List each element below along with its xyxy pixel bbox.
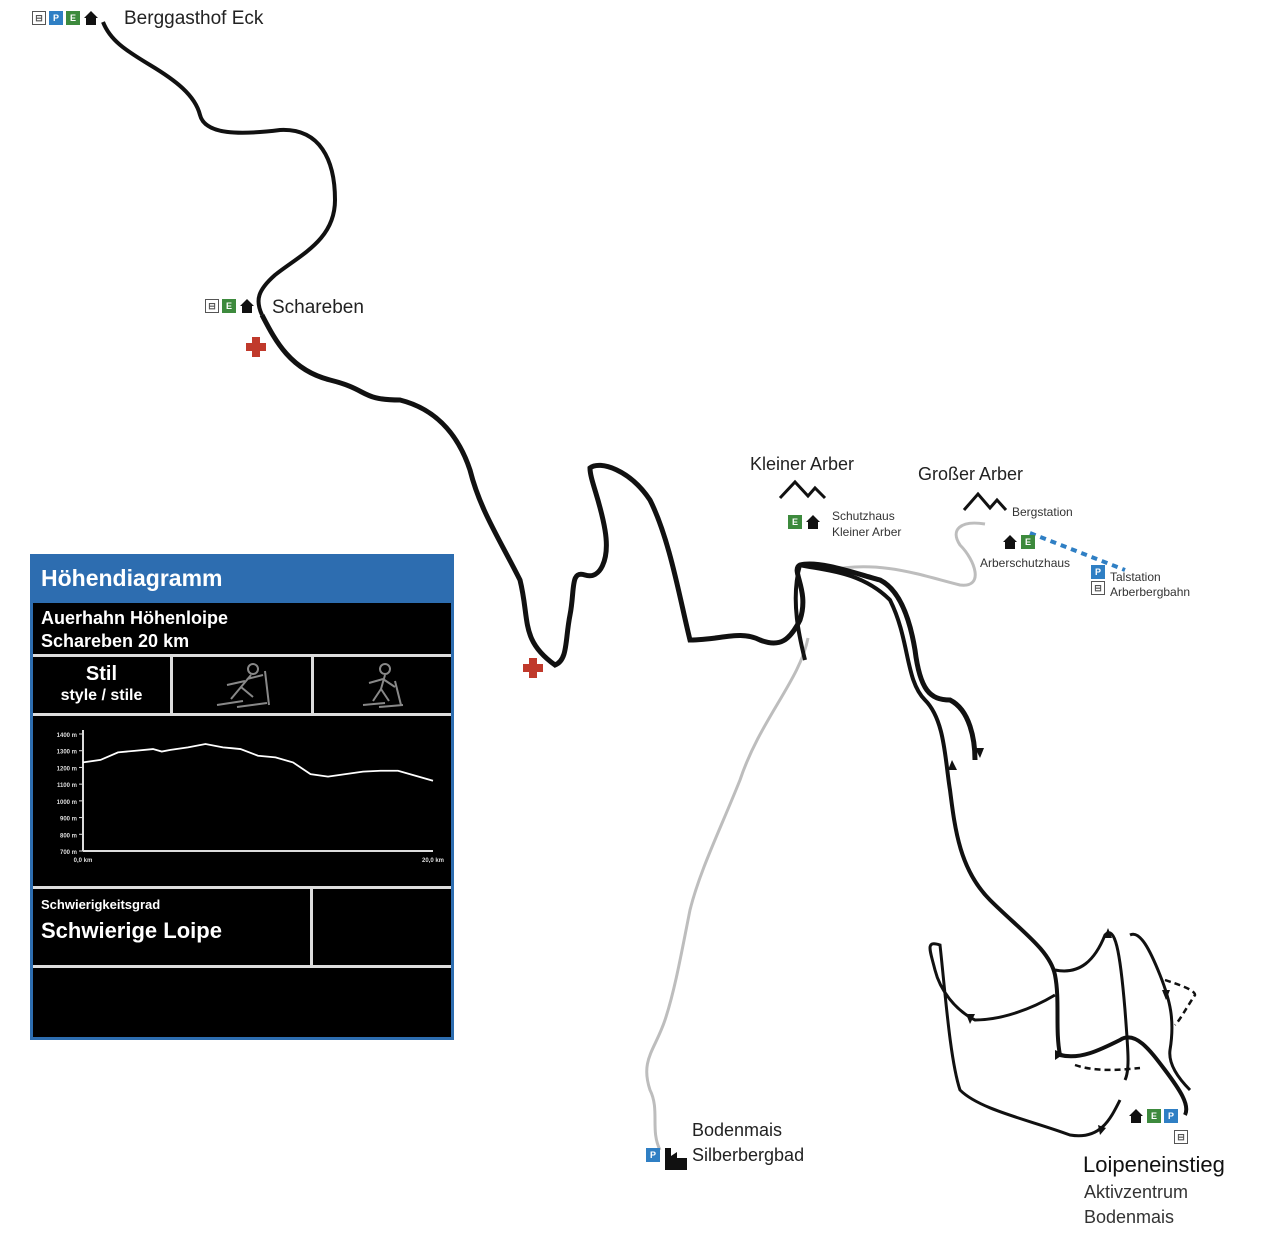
label-schutzhaus: Schutzhaus Kleiner Arber — [832, 508, 901, 540]
label-grosser-arber: Großer Arber — [918, 464, 1024, 484]
label-schareben: Schareben — [272, 297, 364, 318]
main-route-south — [793, 563, 1189, 1116]
aktivzentrum-line2: Bodenmais — [1084, 1207, 1175, 1227]
bus-icon: ⊟ — [32, 11, 46, 25]
x-tick-label: 20,0 km — [422, 858, 444, 864]
label-loipeneinstieg: Loipeneinstieg — [1083, 1152, 1225, 1177]
y-tick-label: 1300 m — [57, 750, 77, 756]
y-tick-label: 700 m — [60, 850, 77, 856]
elevation-chart: 1400 m 1300 m 1200 m 1100 m 1000 m 900 m 800 m… — [57, 730, 444, 864]
loop-dashed — [1074, 978, 1197, 1072]
y-tick-label: 1200 m — [57, 766, 77, 772]
difficulty-label: Schwierigkeitsgrad — [41, 897, 161, 912]
bodenmais-icons: P — [646, 1140, 689, 1170]
house-icon — [1129, 1109, 1143, 1123]
style-label: Stil style / stile — [61, 664, 143, 706]
direction-arrow — [975, 748, 984, 758]
bus-icon: ⊟ — [1174, 1130, 1188, 1144]
label-kleiner-arber: Kleiner Arber — [750, 454, 855, 474]
style-label-cell: Stil style / stile — [33, 657, 173, 713]
skating-cell — [173, 657, 314, 713]
house-icon — [84, 11, 98, 25]
style-label-sub: style / stile — [60, 687, 143, 704]
direction-arrow — [1055, 1050, 1064, 1060]
difficulty-cell: Schwierigkeitsgrad Schwierige Loipe — [33, 889, 313, 965]
main-route-north — [101, 21, 338, 316]
x-tick-label: 0,0 km — [74, 858, 93, 864]
label-bodenmais: Bodenmais Silberbergbad — [692, 1118, 804, 1168]
label-aktivzentrum: Aktivzentrum Bodenmais — [1084, 1180, 1188, 1230]
label-berggasthof: Berggasthof Eck — [124, 8, 264, 29]
main-route-middle — [259, 313, 978, 761]
ski-icon: E — [222, 299, 236, 313]
aktivzentrum-icons: E P — [1128, 1108, 1178, 1124]
route-line2: Schareben 20 km — [41, 631, 190, 651]
panel-title: Höhendiagramm — [33, 557, 451, 603]
y-tick-label: 900 m — [60, 817, 77, 823]
bus-icon: ⊟ — [205, 299, 219, 313]
mountain-icon — [778, 479, 827, 500]
style-label-main: Stil — [85, 663, 118, 685]
first-aid-icon — [523, 658, 543, 678]
parking-icon: P — [1091, 565, 1105, 579]
talstation-icons: P ⊟ — [1091, 565, 1105, 595]
building-icon — [665, 1148, 687, 1170]
bodenmais-line2: Silberbergbad — [692, 1145, 805, 1165]
schareben-icons: ⊟ E — [205, 298, 255, 314]
label-bergstation: Bergstation — [1012, 505, 1073, 519]
direction-arrow — [1098, 1125, 1106, 1135]
bodenmais-line1: Bodenmais — [692, 1120, 783, 1140]
ski-icon: E — [66, 11, 80, 25]
direction-arrow — [1162, 990, 1170, 1000]
ski-icon: E — [1021, 535, 1035, 549]
arberschutzhaus-icons: E — [1002, 534, 1035, 550]
skating-icon — [216, 663, 270, 708]
ski-icon: E — [1147, 1109, 1161, 1123]
schutzhaus-line2: Kleiner Arber — [832, 525, 902, 539]
parking-icon: P — [646, 1148, 660, 1162]
elevation-chart-cell: 1400 m 1300 m 1200 m 1100 m 1000 m 900 m 800 m… — [33, 716, 451, 889]
side-route-arber — [829, 521, 986, 587]
direction-arrow — [966, 1014, 975, 1024]
difficulty-value: Schwierige Loipe — [41, 918, 222, 943]
talstation-line2: Arberbergbahn — [1110, 585, 1191, 599]
talstation-line1: Talstation — [1110, 570, 1161, 584]
classic-icon — [362, 663, 403, 708]
difficulty-empty-cell — [313, 889, 451, 965]
side-route-bodenmais — [645, 637, 810, 1151]
label-talstation: Talstation Arberbergbahn — [1110, 570, 1190, 600]
schutzhaus-icons: E — [788, 514, 821, 530]
parking-icon: P — [1164, 1109, 1178, 1123]
route-name: Auerhahn Höhenloipe Schareben 20 km — [33, 603, 451, 657]
house-icon — [806, 515, 820, 529]
route-line1: Auerhahn Höhenloipe — [41, 608, 229, 628]
y-tick-label: 1100 m — [57, 783, 77, 789]
y-tick-label: 1400 m — [57, 733, 77, 739]
elevation-panel: Höhendiagramm Auerhahn Höhenloipe Schare… — [30, 554, 454, 1040]
parking-icon: P — [49, 11, 63, 25]
direction-arrow — [948, 760, 957, 770]
loop-west — [928, 942, 1122, 1138]
mountain-icon — [962, 491, 1008, 512]
house-icon — [1003, 535, 1017, 549]
classic-cell — [314, 657, 451, 713]
y-tick-label: 1000 m — [57, 800, 77, 806]
elevation-line — [82, 743, 434, 782]
aktivzentrum-line1: Aktivzentrum — [1084, 1182, 1189, 1202]
house-icon — [240, 299, 254, 313]
ski-lift-line — [1029, 531, 1126, 572]
difficulty-row: Schwierigkeitsgrad Schwierige Loipe — [33, 889, 451, 968]
direction-arrow — [1104, 928, 1112, 938]
ski-icon: E — [788, 515, 802, 529]
style-row: Stil style / stile — [33, 657, 451, 716]
bus-icon: ⊟ — [1091, 581, 1105, 595]
label-arberschutzhaus: Arberschutzhaus — [980, 556, 1071, 570]
y-tick-label: 800 m — [60, 833, 77, 839]
first-aid-icon — [246, 337, 266, 357]
schutzhaus-line1: Schutzhaus — [832, 509, 895, 523]
berggasthof-icons: ⊟ P E — [32, 10, 99, 26]
loop-east — [1054, 931, 1192, 1092]
